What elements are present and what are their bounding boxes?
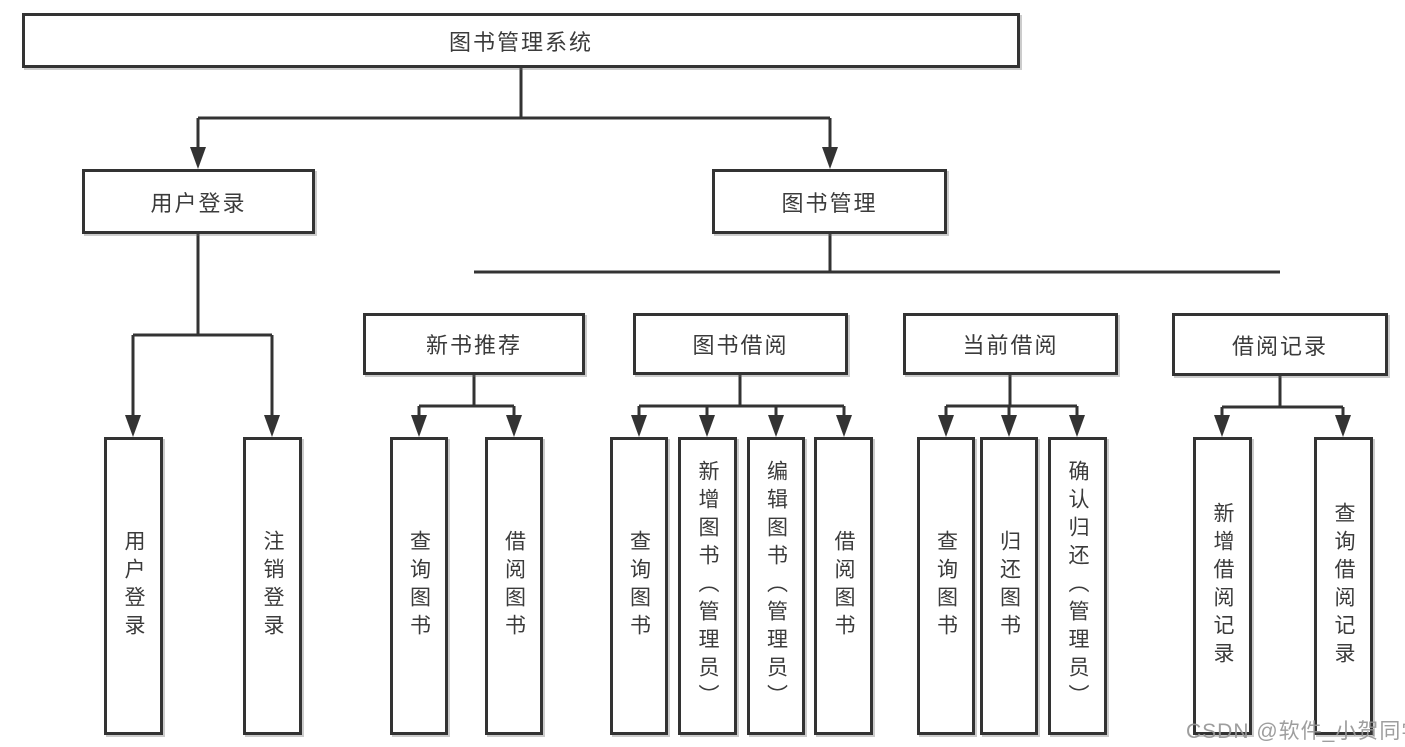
- arrow-icon: [836, 415, 852, 437]
- leaf-confirm-return-admin: 确认归还（管理员）: [1048, 437, 1107, 735]
- arrow-icon: [822, 147, 838, 169]
- arrow-icon: [1214, 415, 1230, 437]
- arrow-icon: [768, 415, 784, 437]
- arrow-icon: [1001, 415, 1017, 437]
- csdn-watermark: CSDN @软件_小贺同学: [1186, 720, 1405, 743]
- node-current-borrowing: 当前借阅: [903, 313, 1118, 375]
- node-borrowing-records: 借阅记录: [1172, 313, 1388, 376]
- arrow-icon: [264, 415, 280, 437]
- leaf-query-books-recommend: 查询图书: [390, 437, 448, 735]
- arrow-icon: [1069, 415, 1085, 437]
- arrow-icon: [190, 147, 206, 169]
- leaf-query-books-current: 查询图书: [917, 437, 975, 735]
- leaf-return-book: 归还图书: [980, 437, 1038, 735]
- arrow-icon: [506, 415, 522, 437]
- node-library-system: 图书管理系统: [22, 13, 1020, 68]
- arrow-icon: [411, 415, 427, 437]
- leaf-logout: 注销登录: [243, 437, 302, 735]
- leaf-add-book-admin: 新增图书（管理员）: [678, 437, 737, 735]
- leaf-query-borrow-record: 查询借阅记录: [1314, 437, 1373, 735]
- arrow-icon: [699, 415, 715, 437]
- arrow-icon: [938, 415, 954, 437]
- leaf-borrow-books-recommend: 借阅图书: [485, 437, 543, 735]
- leaf-add-borrow-record: 新增借阅记录: [1193, 437, 1252, 735]
- arrow-icon: [125, 415, 141, 437]
- node-new-book-recommend: 新书推荐: [363, 313, 585, 375]
- leaf-borrow-books: 借阅图书: [814, 437, 873, 735]
- arrow-icon: [1335, 415, 1351, 437]
- leaf-edit-book-admin: 编辑图书（管理员）: [747, 437, 805, 735]
- node-book-borrowing: 图书借阅: [633, 313, 848, 375]
- arrow-icon: [631, 415, 647, 437]
- node-user-login: 用户登录: [82, 169, 315, 234]
- node-book-management: 图书管理: [712, 169, 947, 234]
- leaf-query-books-borrowing: 查询图书: [610, 437, 668, 735]
- leaf-user-login: 用户登录: [104, 437, 163, 735]
